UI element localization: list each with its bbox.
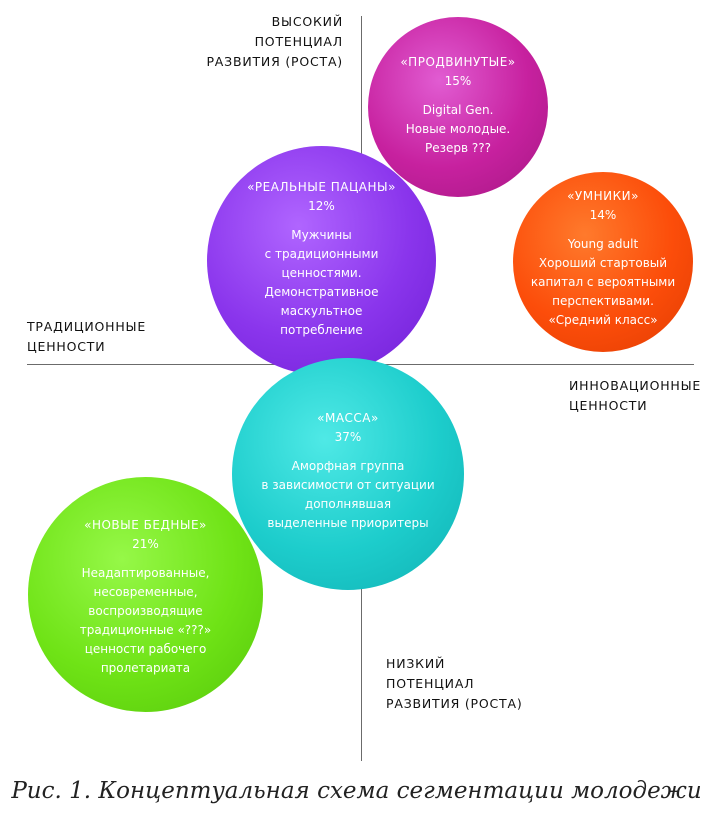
segment-percent: 14%	[589, 208, 617, 222]
segment-description: Мужчины с традиционными ценностями. Демо…	[264, 228, 379, 337]
segment-percent: 21%	[132, 537, 159, 551]
axis-label-traditional-values: ТРАДИЦИОННЫЕ ЦЕННОСТИ	[27, 319, 147, 354]
segment-title: «НОВЫЕ БЕДНЫЕ»	[84, 518, 207, 532]
axis-label-high-potential: ВЫСОКИЙ ПОТЕНЦИАЛ РАЗВИТИЯ (РОСТА)	[206, 14, 343, 69]
segment-title: «МАССА»	[317, 411, 379, 425]
segment-percent: 15%	[444, 74, 472, 88]
figure-caption: Рис. 1. Концептуальная схема сегментации…	[11, 778, 702, 804]
segment-title: «РЕАЛЬНЫЕ ПАЦАНЫ»	[247, 180, 396, 194]
segment-title: «УМНИКИ»	[567, 189, 639, 203]
segment-percent: 12%	[308, 199, 335, 213]
segment-bubble-mass: «МАССА» 37% Аморфная группа в зависимост…	[232, 358, 464, 590]
segment-bubble-advanced: «ПРОДВИНУТЫЕ» 15% Digital Gen. Новые мол…	[368, 17, 548, 197]
axis-label-low-potential: НИЗКИЙ ПОТЕНЦИАЛ РАЗВИТИЯ (РОСТА)	[386, 656, 523, 711]
segment-bubble-smart: «УМНИКИ» 14% Young adult Хороший стартов…	[513, 172, 693, 352]
segment-description: Digital Gen. Новые молодые. Резерв ???	[405, 103, 511, 155]
segment-description: Неадаптированные, несовременные, воспрои…	[79, 566, 212, 675]
segment-title: «ПРОДВИНУТЫЕ»	[400, 55, 516, 69]
segment-bubble-new-poor: «НОВЫЕ БЕДНЫЕ» 21% Неадаптированные, нес…	[28, 477, 263, 712]
axis-label-innovative-values: ИННОВАЦИОННЫЕ ЦЕННОСТИ	[569, 378, 702, 413]
segment-bubble-real-guys: «РЕАЛЬНЫЕ ПАЦАНЫ» 12% Мужчины с традицио…	[207, 146, 436, 375]
segment-percent: 37%	[334, 430, 362, 444]
segment-description: Аморфная группа в зависимости от ситуаци…	[261, 459, 435, 530]
segment-description: Young adult Хороший стартовый капитал с …	[530, 237, 676, 327]
